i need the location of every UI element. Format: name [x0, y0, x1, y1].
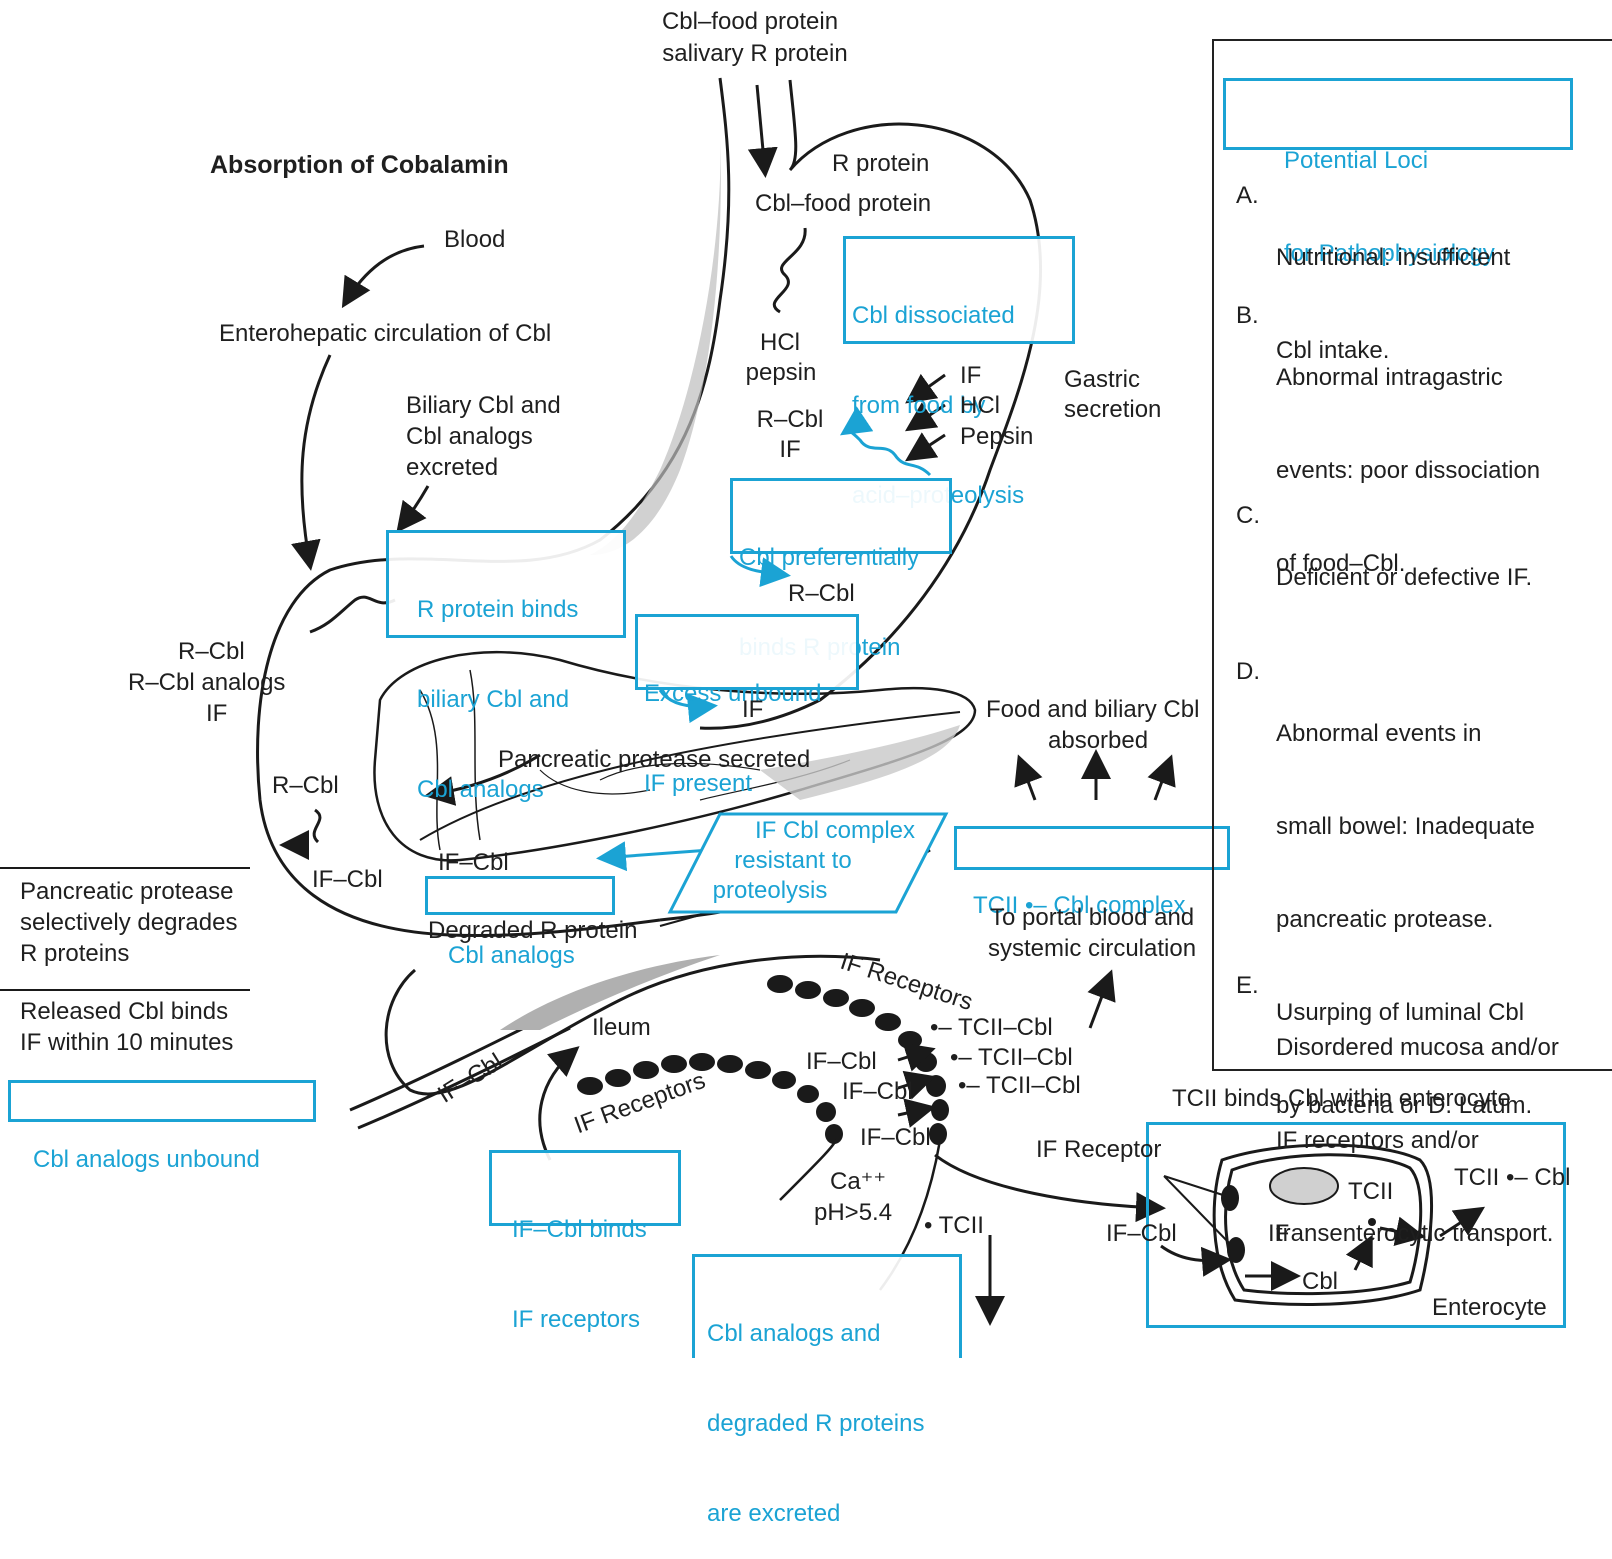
cbl-food-protein-label: Cbl–food protein — [755, 188, 931, 219]
loci-d-line-3: pancreatic protease. — [1276, 904, 1535, 935]
hcl-label: HCl — [745, 327, 815, 358]
if-cbl-binds-line-2: IF receptors — [512, 1305, 672, 1335]
biliary-line-1: Biliary Cbl and — [406, 390, 561, 421]
loci-text: Deficient or defective IF. — [1276, 500, 1532, 655]
loci-b-line-2: events: poor dissociation — [1276, 455, 1540, 486]
excreted-line-3: are excreted — [707, 1499, 953, 1529]
stomach-if: IF — [760, 434, 820, 465]
loci-header: Potential Loci for Pathophysiology — [1223, 78, 1573, 150]
dissociation-box: Cbl dissociated from food by acid–proteo… — [843, 236, 1075, 344]
excreted-line-1: Cbl analogs and — [707, 1319, 953, 1349]
resistant-line-2: resistant to — [698, 845, 888, 876]
ileum-if-cbl-1: IF–Cbl — [806, 1046, 877, 1077]
ileum-if-cbl-3: IF–Cbl — [860, 1122, 931, 1153]
biliary-line-2: Cbl analogs — [406, 421, 533, 452]
loci-letter: D. — [1236, 656, 1260, 687]
loci-c-line-1: Deficient or defective IF. — [1276, 562, 1532, 593]
tcii-cbl-2: •– TCII–Cbl — [950, 1042, 1073, 1073]
r-binds-line-3: Cbl analogs — [395, 775, 617, 805]
top-input-2: salivary R protein — [640, 38, 870, 69]
stomach-r-cbl: R–Cbl — [748, 404, 832, 435]
if-label: IF — [742, 694, 763, 725]
loci-e-line-3: transenterocytic transport. — [1276, 1218, 1559, 1249]
protease-note-1: Pancreatic protease — [20, 876, 233, 907]
loci-letter: E. — [1236, 970, 1259, 1001]
r-cbl-label: R–Cbl — [788, 578, 855, 609]
r-protein-binds-box: R protein binds biliary Cbl and Cbl anal… — [386, 530, 626, 638]
secretion-hcl: HCl — [960, 390, 1000, 421]
loci-d-line-1: Abnormal events in — [1276, 718, 1535, 749]
binding-note-2: IF within 10 minutes — [20, 1027, 233, 1058]
resistant-line-3: proteolysis — [670, 875, 870, 906]
pepsin-label: pepsin — [736, 357, 826, 388]
excess-if-box: Excess unbound IF present — [635, 614, 859, 690]
binds-r-line-1: Cbl preferentially — [739, 543, 943, 573]
loci-text: Disordered mucosa and/or IF receptors an… — [1276, 970, 1559, 1311]
loci-a-line-1: Nutritional: insufficient — [1276, 242, 1510, 273]
loci-header-line-1: Potential Loci — [1284, 145, 1570, 176]
top-input-1: Cbl–food protein — [640, 6, 860, 37]
diagram-title: Absorption of Cobalamin — [210, 150, 509, 181]
secretion-pepsin: Pepsin — [960, 421, 1033, 452]
enterocyte-if-cbl: IF–Cbl — [1106, 1218, 1177, 1249]
protease-note-2: selectively degrades — [20, 907, 237, 938]
duodenum-r-cbl: R–Cbl — [178, 636, 245, 667]
tcii-cbl-3: •– TCII–Cbl — [958, 1070, 1081, 1101]
tcii-label: • TCII — [924, 1210, 984, 1241]
ph-label: pH>5.4 — [814, 1197, 892, 1228]
absorbed-label: absorbed — [1048, 725, 1148, 756]
cbl-analogs-box: Cbl analogs — [425, 876, 615, 915]
lower-r-cbl: R–Cbl — [272, 770, 339, 801]
tcii-cbl-1: •– TCII–Cbl — [930, 1012, 1053, 1043]
lower-if-cbl: IF–Cbl — [312, 864, 383, 895]
binds-r-protein-box: Cbl preferentially binds R protein — [730, 478, 952, 554]
r-binds-line-2: biliary Cbl and — [395, 685, 617, 715]
tcii-cbl-complex-box: TCII •– Cbl complex — [954, 826, 1230, 870]
ileum-if-cbl-2: IF–Cbl — [842, 1076, 913, 1107]
degraded-label: Degraded R protein — [428, 915, 637, 946]
loci-letter: C. — [1236, 500, 1260, 531]
calcium-label: Ca⁺⁺ — [830, 1166, 886, 1197]
secretion-if: IF — [960, 360, 981, 391]
dissociation-line-2: from food by — [852, 391, 1066, 421]
enterohepatic-label: Enterohepatic circulation of Cbl — [219, 318, 551, 349]
portal-line-2: systemic circulation — [988, 933, 1196, 964]
loci-letter: A. — [1236, 180, 1259, 211]
if-cbl-binds-box: IF–Cbl binds IF receptors — [489, 1150, 681, 1226]
enterocyte-if-receptor: IF Receptor — [1036, 1134, 1161, 1165]
protease-secreted-label: Pancreatic protease secreted — [498, 744, 810, 775]
biliary-line-3: excreted — [406, 452, 498, 483]
ileum-label: Ileum — [592, 1012, 651, 1043]
excreted-line-2: degraded R proteins — [707, 1409, 953, 1439]
excreted-box: Cbl analogs and degraded R proteins are … — [692, 1254, 962, 1358]
food-biliary-label: Food and biliary Cbl — [986, 694, 1199, 725]
if-cbl-binds-line-1: IF–Cbl binds — [512, 1215, 672, 1245]
loci-e-line-1: Disordered mucosa and/or — [1276, 1032, 1559, 1063]
loci-d-line-2: small bowel: Inadequate — [1276, 811, 1535, 842]
protease-note-3: R proteins — [20, 938, 129, 969]
dissociation-line-1: Cbl dissociated — [852, 301, 1066, 331]
unbound-text: Cbl analogs unbound — [33, 1145, 307, 1175]
pancreas-if-cbl: IF–Cbl — [438, 847, 509, 878]
gastric-label: Gastric — [1064, 364, 1140, 395]
resistant-line-1: IF Cbl complex — [730, 815, 940, 846]
unbound-box: Cbl analogs unbound — [8, 1080, 316, 1122]
portal-line-1: To portal blood and — [990, 902, 1194, 933]
loci-letter: B. — [1236, 300, 1259, 331]
stomach-shading — [590, 120, 721, 555]
secretion-label: secretion — [1064, 394, 1161, 425]
binding-note-1: Released Cbl binds — [20, 996, 228, 1027]
loci-b-line-1: Abnormal intragastric — [1276, 362, 1540, 393]
r-protein-label: R protein — [832, 148, 929, 179]
duodenum-if: IF — [206, 698, 227, 729]
r-binds-line-1: R protein binds — [395, 595, 617, 625]
blood-label: Blood — [444, 224, 505, 255]
loci-e-line-2: IF receptors and/or — [1276, 1125, 1559, 1156]
duodenum-r-cbl-analogs: R–Cbl analogs — [128, 667, 285, 698]
